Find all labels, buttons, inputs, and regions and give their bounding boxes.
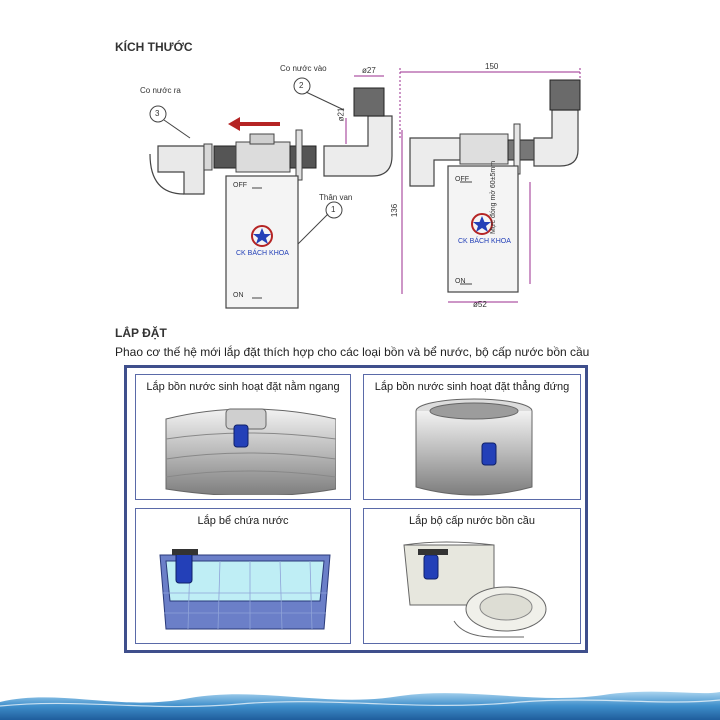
label-off-left: OFF bbox=[233, 182, 247, 189]
install-cell-label: Lắp bộ cấp nước bồn cầu bbox=[409, 515, 535, 527]
label-150: 150 bbox=[485, 62, 499, 71]
asm-valve-body bbox=[447, 165, 519, 293]
callout-2 bbox=[293, 77, 311, 95]
install-cell-vertical-tank: Lắp bồn nước sinh hoạt đặt thẳng đứng bbox=[363, 374, 581, 500]
asm-logo-star bbox=[473, 216, 491, 232]
label-on-left: ON bbox=[233, 292, 244, 299]
label-range: Mực đóng mở 60±5mm bbox=[490, 160, 497, 234]
outlet-elbow bbox=[157, 145, 205, 195]
asm-valve-top bbox=[459, 133, 509, 165]
callout-3 bbox=[149, 105, 167, 123]
callout-3-number: 3 bbox=[155, 109, 160, 118]
water-wave-decoration bbox=[0, 691, 720, 720]
label-body: Thân van bbox=[319, 193, 353, 202]
callout-2-line bbox=[305, 91, 345, 111]
asm-thread bbox=[507, 139, 535, 161]
installation-grid: Lắp bồn nước sinh hoạt đặt nằm ngang Lắp… bbox=[124, 365, 588, 653]
install-cell-water-tank: Lắp bể chứa nước bbox=[135, 508, 351, 644]
outlet-flange bbox=[203, 143, 213, 171]
install-cell-label: Lắp bể chứa nước bbox=[197, 515, 289, 527]
flow-arrow-head bbox=[228, 117, 240, 131]
right-thread bbox=[289, 145, 317, 169]
label-off-right: OFF bbox=[455, 176, 469, 183]
valve-body bbox=[225, 175, 299, 309]
inlet-thread bbox=[353, 87, 385, 117]
label-d27: ø27 bbox=[362, 66, 376, 75]
label-d21: ø21 bbox=[336, 107, 346, 122]
label-d52: ø52 bbox=[473, 300, 487, 309]
label-brand-left: CK BÁCH KHOA bbox=[236, 250, 289, 257]
brand-logo-ring bbox=[251, 225, 273, 247]
left-thread bbox=[213, 145, 237, 169]
callout-1-number: 1 bbox=[331, 205, 336, 214]
outlet-elbow-curve bbox=[149, 153, 185, 195]
asm-inlet-thread bbox=[549, 79, 581, 111]
asm-logo-ring bbox=[471, 213, 493, 235]
label-outlet: Co nước ra bbox=[140, 86, 181, 95]
horizontal-tank-illustration bbox=[165, 408, 336, 495]
section-title-dimensions: KÍCH THƯỚC bbox=[115, 40, 193, 54]
asm-inlet-elbow bbox=[533, 109, 579, 167]
washer bbox=[295, 129, 303, 181]
valve-cap bbox=[249, 133, 275, 145]
toilet-illustration bbox=[403, 541, 547, 638]
label-on-right: ON bbox=[455, 278, 466, 285]
water-tank-illustration bbox=[159, 549, 331, 630]
installation-description: Phao cơ thế hệ mới lắp đặt thích hợp cho… bbox=[115, 345, 590, 359]
label-brand-right: CK BÁCH KHOA bbox=[458, 238, 511, 245]
install-cell-label: Lắp bồn nước sinh hoạt đặt nằm ngang bbox=[146, 381, 340, 393]
install-cell-horizontal-tank: Lắp bồn nước sinh hoạt đặt nằm ngang bbox=[135, 374, 351, 500]
callout-1-line bbox=[297, 213, 329, 245]
label-inlet: Co nước vào bbox=[280, 64, 327, 73]
callout-1 bbox=[325, 201, 343, 219]
brand-logo-star bbox=[253, 228, 271, 244]
install-cell-label: Lắp bồn nước sinh hoạt đặt thẳng đứng bbox=[374, 381, 570, 393]
vertical-tank-illustration bbox=[415, 398, 533, 496]
callout-3-line bbox=[163, 119, 191, 139]
label-136: 136 bbox=[390, 203, 400, 218]
valve-top bbox=[235, 141, 291, 173]
inlet-elbow bbox=[323, 115, 393, 177]
section-title-installation: LẮP ĐẶT bbox=[115, 326, 167, 340]
install-cell-toilet-cistern: Lắp bộ cấp nước bồn cầu bbox=[363, 508, 581, 644]
dimension-diagram bbox=[149, 68, 581, 309]
callout-2-number: 2 bbox=[299, 81, 304, 90]
